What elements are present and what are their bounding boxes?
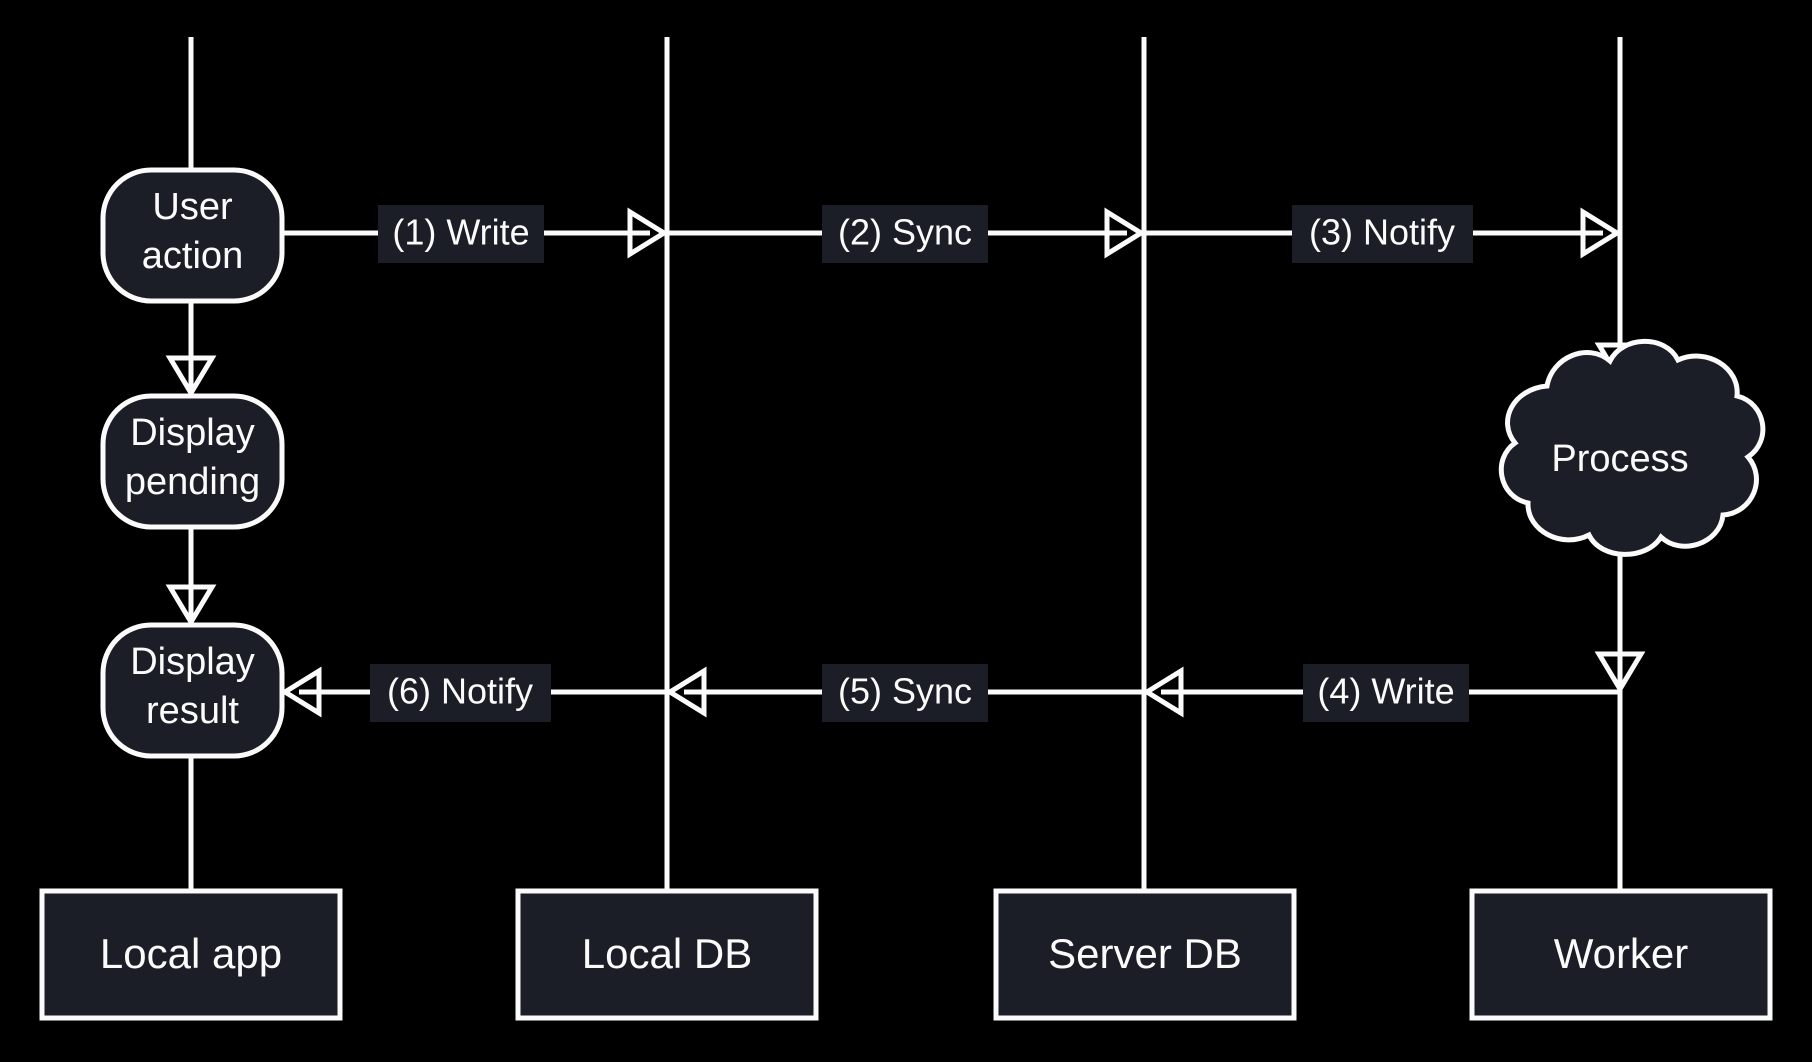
edge-1-chip-bg [378, 205, 544, 263]
edge-6-label: (6) Notify [387, 671, 533, 712]
display-pending-label-line2: pending [125, 461, 260, 503]
local-db-box[interactable] [515, 888, 819, 1021]
edge-3-chip-bg [1292, 205, 1473, 263]
participant-local-app[interactable]: Local app [39, 888, 343, 1021]
node-user-action[interactable]: User action [100, 167, 285, 304]
local-app-box[interactable] [39, 888, 343, 1021]
lifelines-group [188, 37, 1623, 891]
arrowhead-down-v-edge-2 [165, 584, 217, 627]
server-db-box[interactable] [993, 888, 1297, 1021]
edge-4-chip-bg [1303, 664, 1469, 722]
arrowhead-right-edge-2 [1104, 207, 1146, 259]
arrowhead-left-edge-5 [665, 666, 707, 718]
edge-5-label: (5) Sync [838, 671, 972, 712]
row1-arrowheads [627, 207, 1622, 259]
arrowhead-down-v-edge-1 [165, 355, 217, 398]
vertical-connectors [165, 233, 1646, 891]
arrowhead-right-edge-1 [627, 207, 669, 259]
process-label: Process [1551, 438, 1688, 480]
node-process[interactable]: Process [1498, 338, 1766, 557]
edge-5-chip-bg [822, 664, 988, 722]
arrowhead-right-edge-3 [1580, 207, 1622, 259]
process-cloud-shape[interactable] [1498, 338, 1766, 557]
server-db-label: Server DB [1048, 930, 1242, 977]
row2-arrowheads [280, 666, 1184, 718]
display-pending-label-line1: Display [130, 412, 255, 454]
edge-label-edge-4: (4) Write [1303, 664, 1469, 722]
edge-1-label: (1) Write [392, 212, 529, 253]
arrowhead-left-edge-4 [1142, 666, 1184, 718]
participant-server-db[interactable]: Server DB [993, 888, 1297, 1021]
node-display-pending[interactable]: Display pending [100, 393, 285, 530]
arrowhead-left-edge-6 [280, 666, 322, 718]
local-app-label: Local app [100, 930, 282, 977]
local-db-label: Local DB [582, 930, 752, 977]
user-action-shape[interactable] [100, 167, 285, 304]
display-result-shape[interactable] [100, 622, 285, 759]
edge-6-chip-bg [370, 664, 551, 722]
display-result-label-line1: Display [130, 641, 255, 683]
edge-3-label: (3) Notify [1309, 212, 1455, 253]
worker-label: Worker [1554, 930, 1689, 977]
edge-label-edge-3: (3) Notify [1292, 205, 1473, 263]
display-result-label-line2: result [146, 690, 239, 732]
edge-label-edge-5: (5) Sync [822, 664, 988, 722]
edge-label-edge-1: (1) Write [378, 205, 544, 263]
user-action-label-line1: User [152, 186, 233, 228]
edge-2-label: (2) Sync [838, 212, 972, 253]
display-pending-shape[interactable] [100, 393, 285, 530]
edge-4-label: (4) Write [1317, 671, 1454, 712]
worker-box[interactable] [1469, 888, 1773, 1021]
participant-worker[interactable]: Worker [1469, 888, 1773, 1021]
user-action-label-line2: action [142, 235, 243, 277]
arrowhead-down-v-edge-4 [1594, 651, 1646, 694]
edge-label-edge-6: (6) Notify [370, 664, 551, 722]
edge-2-chip-bg [822, 205, 988, 263]
participant-local-db[interactable]: Local DB [515, 888, 819, 1021]
node-display-result[interactable]: Display result [100, 622, 285, 759]
edge-label-edge-2: (2) Sync [822, 205, 988, 263]
